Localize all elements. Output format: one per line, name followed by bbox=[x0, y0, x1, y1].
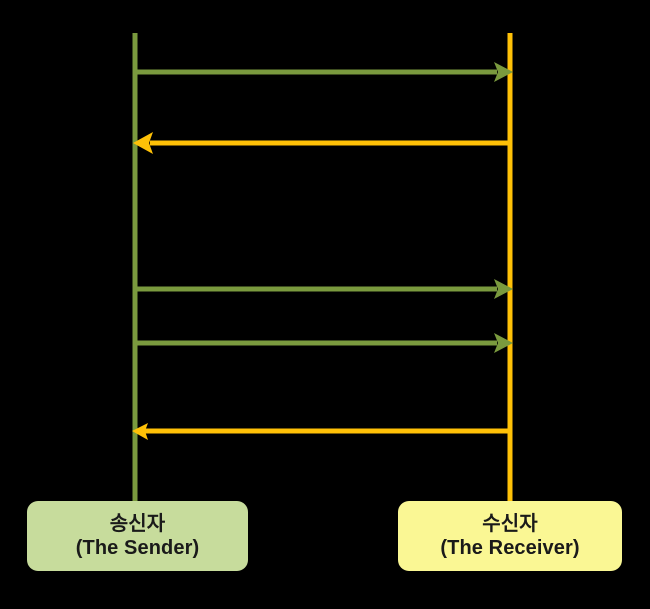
arrowhead-right-1 bbox=[494, 62, 513, 82]
actor-box-receiver[interactable]: 수신자 (The Receiver) bbox=[398, 501, 622, 571]
arrowhead-right-4 bbox=[494, 333, 513, 353]
actor-box-sender[interactable]: 송신자 (The Sender) bbox=[27, 501, 248, 571]
actor-sender-name-ko: 송신자 bbox=[109, 512, 166, 535]
arrowhead-right-3 bbox=[494, 279, 513, 299]
arrowhead-left-5 bbox=[132, 423, 148, 440]
actor-sender-name-en: (The Sender) bbox=[75, 537, 200, 559]
message-arrow-2[interactable] bbox=[133, 132, 512, 154]
arrowhead-left-2 bbox=[133, 132, 153, 154]
message-arrow-4[interactable] bbox=[135, 333, 513, 353]
actor-receiver-name-en: (The Receiver) bbox=[440, 537, 580, 559]
actor-receiver-name-ko: 수신자 bbox=[482, 512, 538, 535]
message-arrow-1[interactable] bbox=[135, 62, 513, 82]
message-arrow-5[interactable] bbox=[132, 423, 512, 440]
message-arrow-3[interactable] bbox=[135, 279, 513, 299]
